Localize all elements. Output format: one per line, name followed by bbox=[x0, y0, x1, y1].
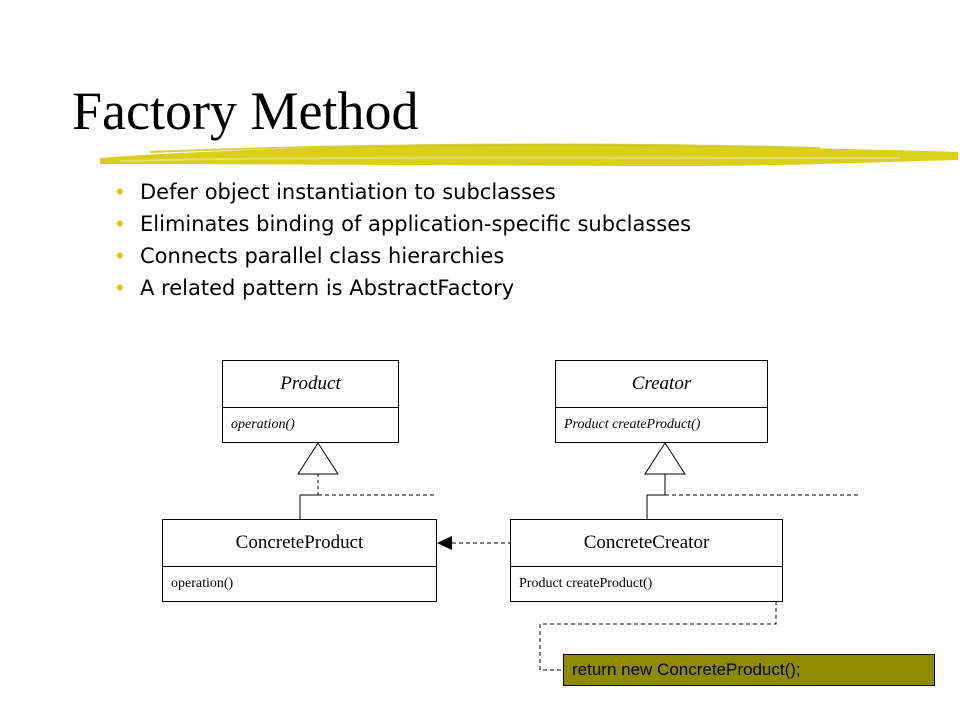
bullet-text: Connects parallel class hierarchies bbox=[140, 244, 505, 268]
concrete-creator-operation: Product createProduct() bbox=[519, 576, 653, 591]
concrete-creator-class-box: ConcreteCreator Product createProduct() bbox=[510, 519, 783, 602]
creator-operation: Product createProduct() bbox=[564, 417, 701, 432]
creator-class-name: Creator bbox=[556, 361, 767, 408]
implementation-note: return new ConcreteProduct(); bbox=[563, 654, 935, 686]
bullet-icon: • bbox=[114, 180, 126, 204]
creator-class-box: Creator Product createProduct() bbox=[555, 360, 768, 443]
product-inheritance-arrow bbox=[297, 442, 339, 475]
concrete-product-class-box: ConcreteProduct operation() bbox=[162, 519, 437, 602]
slide-title: Factory Method bbox=[72, 81, 419, 141]
bullet-icon: • bbox=[114, 244, 126, 268]
concrete-creator-class-name: ConcreteCreator bbox=[511, 520, 782, 567]
concrete-product-class-name: ConcreteProduct bbox=[163, 520, 436, 567]
dependency-arrowhead bbox=[437, 536, 452, 550]
product-operation: operation() bbox=[231, 417, 295, 432]
product-class-box: Product operation() bbox=[222, 360, 399, 443]
bullet-text: Eliminates binding of application-specif… bbox=[140, 212, 692, 236]
bullet-item: • A related pattern is AbstractFactory bbox=[114, 272, 691, 304]
bullet-item: • Defer object instantiation to subclasse… bbox=[114, 176, 691, 208]
bullet-icon: • bbox=[114, 276, 126, 300]
concrete-product-operation: operation() bbox=[171, 576, 234, 591]
bullet-item: • Eliminates binding of application-speci… bbox=[114, 208, 691, 240]
creator-inheritance-arrow bbox=[644, 442, 686, 475]
bullet-text: Defer object instantiation to subclasses bbox=[140, 180, 556, 204]
bullet-list: • Defer object instantiation to subclasse… bbox=[114, 176, 691, 304]
bullet-item: • Connects parallel class hierarchies bbox=[114, 240, 691, 272]
bullet-text: A related pattern is AbstractFactory bbox=[140, 276, 515, 300]
bullet-icon: • bbox=[114, 212, 126, 236]
product-class-name: Product bbox=[223, 361, 398, 408]
